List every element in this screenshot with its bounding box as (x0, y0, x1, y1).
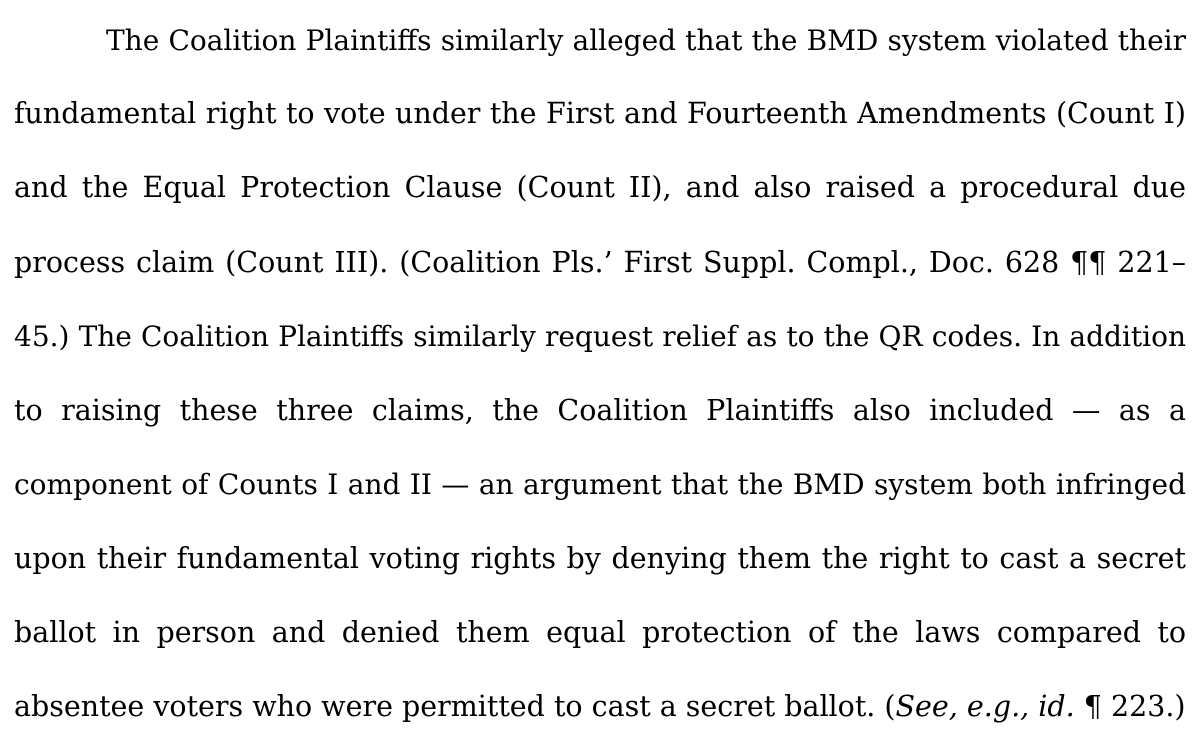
paragraph-line: The Coalition Plaintiffs similarly alleg… (106, 24, 1186, 57)
paragraph-line: fundamental right to vote under the Firs… (14, 97, 1186, 130)
paragraph-line: upon their fundamental voting rights by … (14, 542, 1186, 575)
citation-pin: ¶ 223.) (1074, 690, 1186, 723)
paragraph-line: ballot in person and denied them equal p… (14, 616, 1186, 649)
citation-signal: See, e.g., id. (895, 690, 1075, 723)
citation-text: absentee voters who were permitted to ca… (14, 690, 896, 723)
paragraph-line: process claim (Count III). (Coalition Pl… (14, 246, 1186, 279)
paragraph-line: and the Equal Protection Clause (Count I… (14, 171, 1186, 204)
paragraph-last-line: absentee voters who were permitted to ca… (14, 687, 1186, 727)
paragraph-line: component of Counts I and II — an argume… (14, 468, 1186, 501)
paragraph-line: 45.) The Coalition Plaintiffs similarly … (14, 320, 1186, 353)
paragraph-line: to raising these three claims, the Coali… (14, 394, 1186, 427)
